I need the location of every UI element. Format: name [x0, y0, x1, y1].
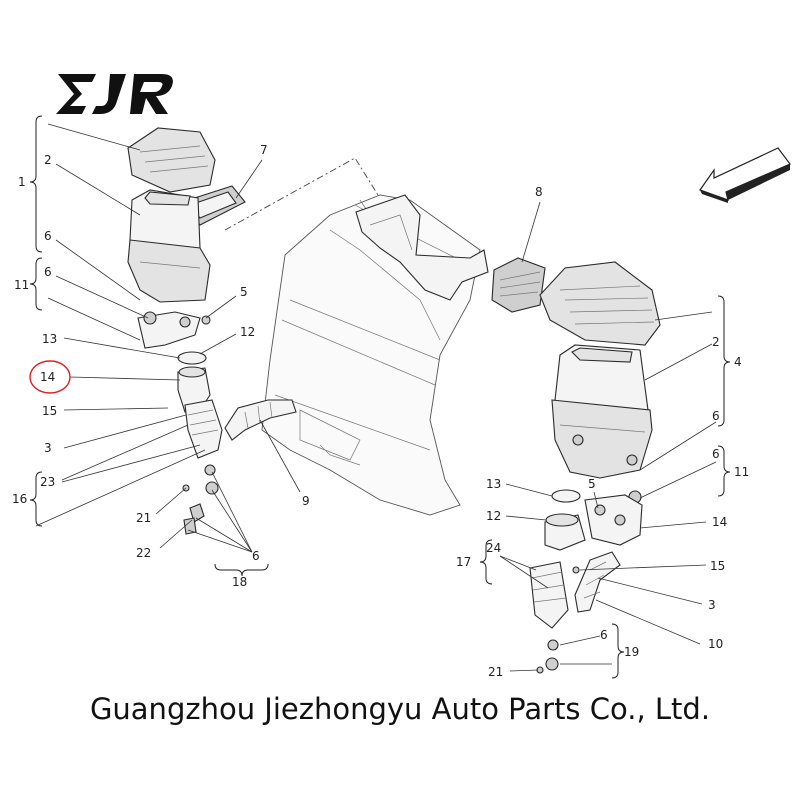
callout-12-right: 12 — [486, 509, 501, 523]
callout-6-right-c: 6 — [600, 628, 608, 642]
callout-24-right: 24 — [486, 541, 501, 555]
callout-group-1: 1 — [18, 175, 26, 189]
company-name: Guangzhou Jiezhongyu Auto Parts Co., Ltd… — [89, 692, 711, 726]
callout-group-17-right: 17 — [456, 555, 471, 569]
callout-6-left-a: 6 — [44, 229, 52, 243]
callout-14-right: 14 — [712, 515, 727, 529]
callout-2-right: 2 — [712, 335, 720, 349]
highlight-ring — [29, 360, 71, 394]
callout-21-right: 21 — [488, 665, 503, 679]
callout-group-11-left: 11 — [14, 278, 29, 292]
callout-group-11-right: 11 — [734, 465, 749, 479]
callout-3-left: 3 — [44, 441, 52, 455]
forward-arrow-icon — [699, 147, 791, 203]
callout-6-left-b: 6 — [44, 265, 52, 279]
callout-22-left: 22 — [136, 546, 151, 560]
callout-10-right: 10 — [708, 637, 723, 651]
dash-leader-left — [224, 157, 379, 231]
central-frame — [261, 194, 489, 516]
callout-group-4-right: 4 — [734, 355, 742, 369]
group-braces — [29, 115, 731, 679]
callout-2-left: 2 — [44, 153, 52, 167]
callout-6-right-a: 6 — [712, 409, 720, 423]
callout-group-19-right: 19 — [624, 645, 639, 659]
callout-7-left: 7 — [260, 143, 268, 157]
callout-group-16-left: 16 — [12, 492, 27, 506]
callout-13-right: 13 — [486, 477, 501, 491]
left-air-box-assembly — [127, 127, 297, 535]
leader-lines — [35, 123, 717, 672]
callout-23-left: 23 — [40, 475, 55, 489]
callout-12-left: 12 — [240, 325, 255, 339]
callout-9-left: 9 — [302, 494, 310, 508]
callout-8-right: 8 — [535, 185, 543, 199]
callout-13-left: 13 — [42, 332, 57, 346]
callout-group-18-left: 18 — [232, 575, 247, 589]
callout-3-right: 3 — [708, 598, 716, 612]
callout-6-left-c: 6 — [252, 549, 260, 563]
callout-21-left: 21 — [136, 511, 151, 525]
right-air-box-assembly — [491, 257, 661, 674]
callout-5-left: 5 — [240, 285, 248, 299]
callout-15-right: 15 — [710, 559, 725, 573]
callout-labels: 1 2 6 11 6 13 14 15 3 23 16 21 22 6 18 5… — [12, 143, 749, 679]
callout-5-right: 5 — [588, 477, 596, 491]
brand-logo — [56, 70, 186, 118]
callout-6-right-b: 6 — [712, 447, 720, 461]
callout-15-left: 15 — [42, 404, 57, 418]
callout-14-left: 14 — [40, 370, 55, 384]
